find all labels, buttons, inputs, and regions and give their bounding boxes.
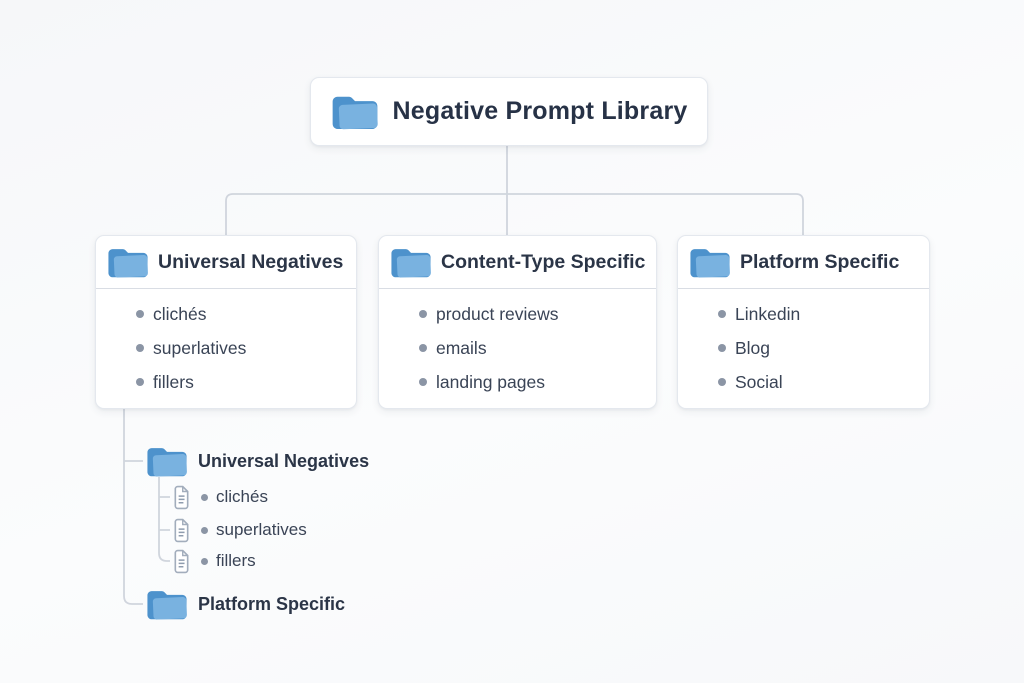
item-label: Blog	[735, 337, 771, 358]
category-label: Universal Negatives	[158, 250, 344, 273]
item-label: Social	[735, 371, 783, 392]
category-box-content-type-specific: Content-Type Specific product reviews em…	[378, 235, 657, 409]
item-label: emails	[436, 337, 487, 358]
list-item: Linkedin	[678, 297, 929, 331]
folder-icon	[391, 249, 432, 278]
bullet-icon	[718, 310, 726, 318]
category-header: Content-Type Specific	[379, 236, 656, 288]
category-items: product reviews emails landing pages	[379, 289, 656, 399]
folder-icon	[108, 249, 149, 278]
subtree-file: fillers	[172, 548, 256, 574]
subtree-folder-platform-specific: Platform Specific	[146, 587, 345, 621]
category-label: Platform Specific	[740, 250, 900, 273]
list-item: landing pages	[379, 365, 656, 399]
item-label: Linkedin	[735, 303, 801, 324]
header-divider	[96, 288, 356, 289]
folder-icon	[147, 448, 188, 477]
subtree-file: clichés	[172, 484, 268, 510]
list-item: product reviews	[379, 297, 656, 331]
folder-icon	[332, 96, 378, 130]
item-label: landing pages	[436, 371, 545, 392]
subtree-folder-universal-negatives: Universal Negatives	[146, 444, 369, 478]
subtree-file-label: superlatives	[216, 520, 307, 539]
list-item: fillers	[96, 365, 356, 399]
bullet-icon	[718, 344, 726, 352]
subtree-folder-label: Platform Specific	[198, 593, 346, 614]
list-item: Social	[678, 365, 929, 399]
bullet-icon	[419, 344, 427, 352]
list-item: clichés	[96, 297, 356, 331]
root-node: Negative Prompt Library	[310, 77, 708, 146]
document-icon	[174, 485, 189, 509]
subtree-file-label: fillers	[216, 551, 256, 570]
bullet-icon	[201, 493, 208, 501]
bullet-icon	[419, 378, 427, 386]
list-item: emails	[379, 331, 656, 365]
bullet-icon	[136, 310, 144, 318]
category-header: Universal Negatives	[96, 236, 356, 288]
document-icon	[174, 549, 189, 573]
category-box-universal-negatives: Universal Negatives clichés superlatives…	[95, 235, 357, 409]
bullet-icon	[718, 378, 726, 386]
category-header: Platform Specific	[678, 236, 929, 288]
subtree-file: superlatives	[172, 517, 307, 543]
category-items: Linkedin Blog Social	[678, 289, 929, 399]
bullet-icon	[136, 344, 144, 352]
item-label: product reviews	[436, 303, 559, 324]
category-items: clichés superlatives fillers	[96, 289, 356, 399]
bullet-icon	[201, 557, 208, 565]
subtree-file-label: clichés	[216, 487, 268, 506]
item-label: superlatives	[153, 337, 247, 358]
bullet-icon	[419, 310, 427, 318]
category-box-platform-specific: Platform Specific Linkedin Blog Social	[677, 235, 930, 409]
bullet-icon	[136, 378, 144, 386]
category-label: Content-Type Specific	[441, 250, 646, 273]
subtree-folder-label: Universal Negatives	[198, 450, 370, 471]
header-divider	[379, 288, 656, 289]
header-divider	[678, 288, 929, 289]
item-label: fillers	[153, 371, 194, 392]
root-title: Negative Prompt Library	[392, 97, 688, 125]
folder-icon	[690, 249, 731, 278]
item-label: clichés	[153, 303, 207, 324]
list-item: Blog	[678, 331, 929, 365]
list-item: superlatives	[96, 331, 356, 365]
bullet-icon	[201, 526, 208, 534]
document-icon	[174, 518, 189, 542]
folder-icon	[147, 591, 188, 620]
